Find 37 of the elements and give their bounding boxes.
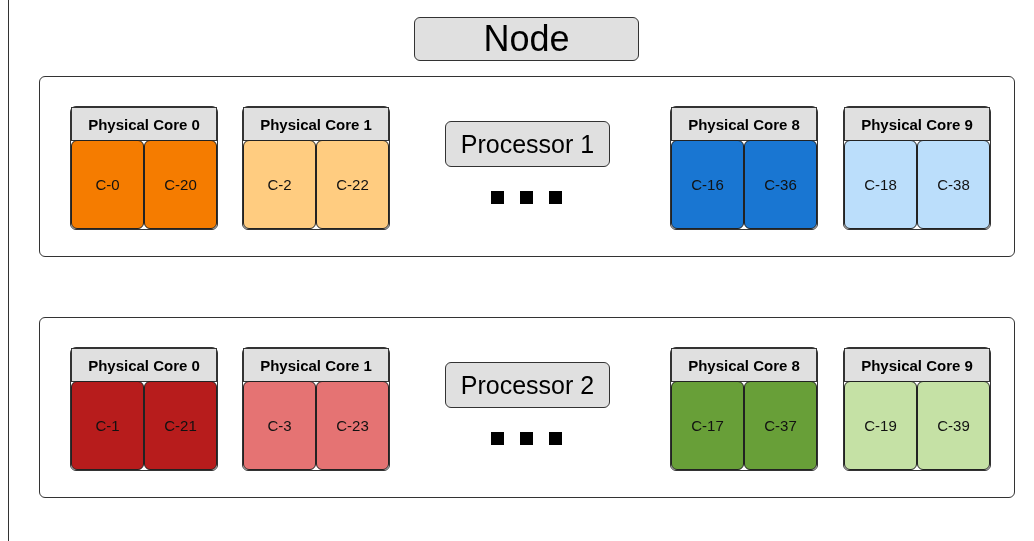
physical-core-group xyxy=(70,106,218,230)
logical-core-box: C-23 xyxy=(316,381,389,470)
processor-label: Processor 1 xyxy=(445,121,610,167)
core-header: Physical Core 9 xyxy=(844,348,990,382)
core-header: Physical Core 1 xyxy=(243,107,389,141)
physical-core-group xyxy=(843,106,991,230)
physical-core-group xyxy=(843,347,991,471)
physical-core-group xyxy=(242,106,390,230)
logical-core-box: C-36 xyxy=(744,140,817,229)
logical-core-box: C-16 xyxy=(671,140,744,229)
processor-panel xyxy=(39,76,1015,257)
logical-core-box: C-18 xyxy=(844,140,917,229)
physical-core-group xyxy=(670,347,818,471)
processor-panel xyxy=(39,317,1015,498)
core-header: Physical Core 9 xyxy=(844,107,990,141)
logical-core-box: C-3 xyxy=(243,381,316,470)
logical-core-box: C-38 xyxy=(917,140,990,229)
logical-core-box: C-20 xyxy=(144,140,217,229)
logical-core-box: C-1 xyxy=(71,381,144,470)
logical-core-box: C-21 xyxy=(144,381,217,470)
logical-core-box: C-2 xyxy=(243,140,316,229)
core-header: Physical Core 1 xyxy=(243,348,389,382)
logical-core-box: C-17 xyxy=(671,381,744,470)
node-title: Node xyxy=(414,17,639,61)
logical-core-box: C-22 xyxy=(316,140,389,229)
processor-label: Processor 2 xyxy=(445,362,610,408)
core-header: Physical Core 8 xyxy=(671,107,817,141)
core-header: Physical Core 8 xyxy=(671,348,817,382)
physical-core-group xyxy=(670,106,818,230)
core-header: Physical Core 0 xyxy=(71,348,217,382)
logical-core-box: C-37 xyxy=(744,381,817,470)
physical-core-group xyxy=(70,347,218,471)
physical-core-group xyxy=(242,347,390,471)
logical-core-box: C-19 xyxy=(844,381,917,470)
core-header: Physical Core 0 xyxy=(71,107,217,141)
logical-core-box: C-39 xyxy=(917,381,990,470)
logical-core-box: C-0 xyxy=(71,140,144,229)
